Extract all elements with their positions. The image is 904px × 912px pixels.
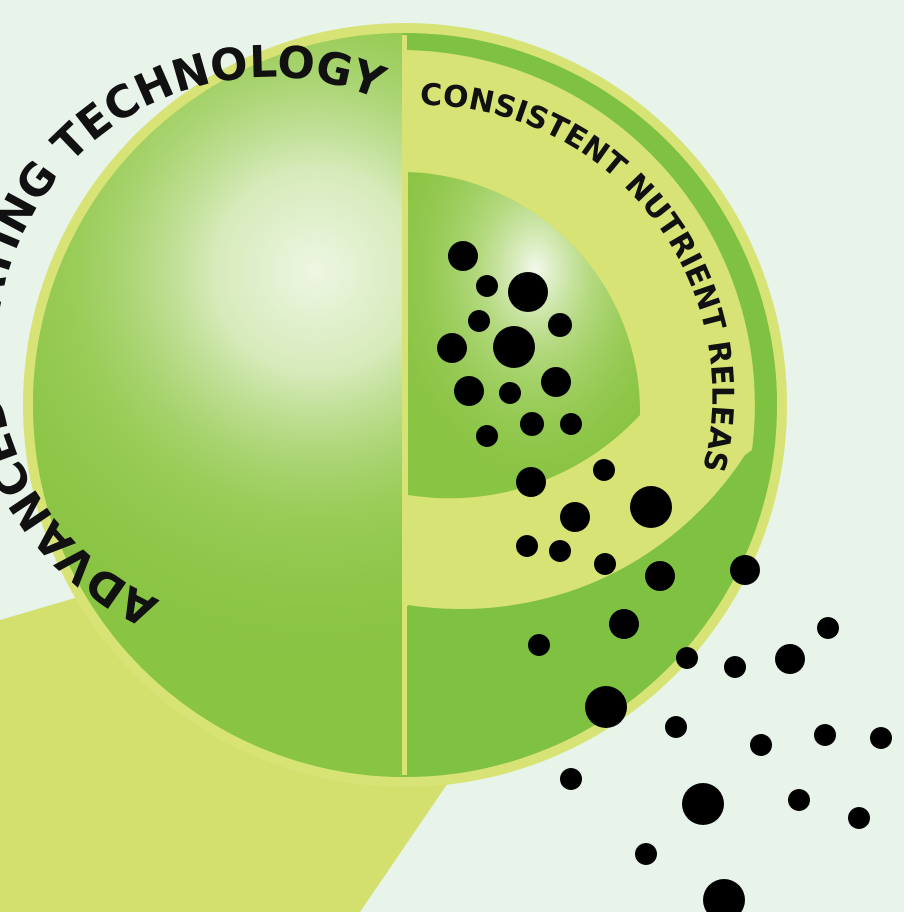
nutrient-particle bbox=[476, 275, 498, 297]
nutrient-particle bbox=[448, 241, 478, 271]
nutrient-particle bbox=[788, 789, 810, 811]
nutrient-particle bbox=[593, 459, 615, 481]
nutrient-particle bbox=[645, 561, 675, 591]
nutrient-particle bbox=[682, 783, 724, 825]
nutrient-particle bbox=[775, 644, 805, 674]
nutrient-particle bbox=[516, 467, 546, 497]
nutrient-particle bbox=[703, 879, 745, 912]
nutrient-particle bbox=[560, 768, 582, 790]
nutrient-particle bbox=[585, 686, 627, 728]
nutrient-particle bbox=[493, 326, 535, 368]
nutrient-particle bbox=[508, 272, 548, 312]
nutrient-particle bbox=[814, 724, 836, 746]
nutrient-particles bbox=[437, 241, 892, 912]
nutrient-particle bbox=[476, 425, 498, 447]
nutrient-particle bbox=[750, 734, 772, 756]
nutrient-particle bbox=[468, 310, 490, 332]
nutrient-particle bbox=[549, 540, 571, 562]
cross-section bbox=[402, 33, 777, 777]
nutrient-particle bbox=[516, 535, 538, 557]
nutrient-particle bbox=[635, 843, 657, 865]
nutrient-particle bbox=[730, 555, 760, 585]
nutrient-particle bbox=[665, 716, 687, 738]
nutrient-particle bbox=[609, 609, 639, 639]
nutrient-particle bbox=[594, 553, 616, 575]
nutrient-particle bbox=[541, 367, 571, 397]
nutrient-particle bbox=[676, 647, 698, 669]
nutrient-particle bbox=[848, 807, 870, 829]
nutrient-particle bbox=[548, 313, 572, 337]
nutrient-particle bbox=[437, 333, 467, 363]
nutrient-particle bbox=[560, 502, 590, 532]
nutrient-particle bbox=[499, 382, 521, 404]
nutrient-particle bbox=[560, 413, 582, 435]
nutrient-particle bbox=[870, 727, 892, 749]
nutrient-particle bbox=[528, 634, 550, 656]
nutrient-particle bbox=[454, 376, 484, 406]
nutrient-particle bbox=[630, 486, 672, 528]
nutrient-particle bbox=[817, 617, 839, 639]
coating-half bbox=[33, 33, 402, 777]
nutrient-particle bbox=[724, 656, 746, 678]
nutrient-particle bbox=[520, 412, 544, 436]
lower-layer bbox=[408, 455, 748, 760]
